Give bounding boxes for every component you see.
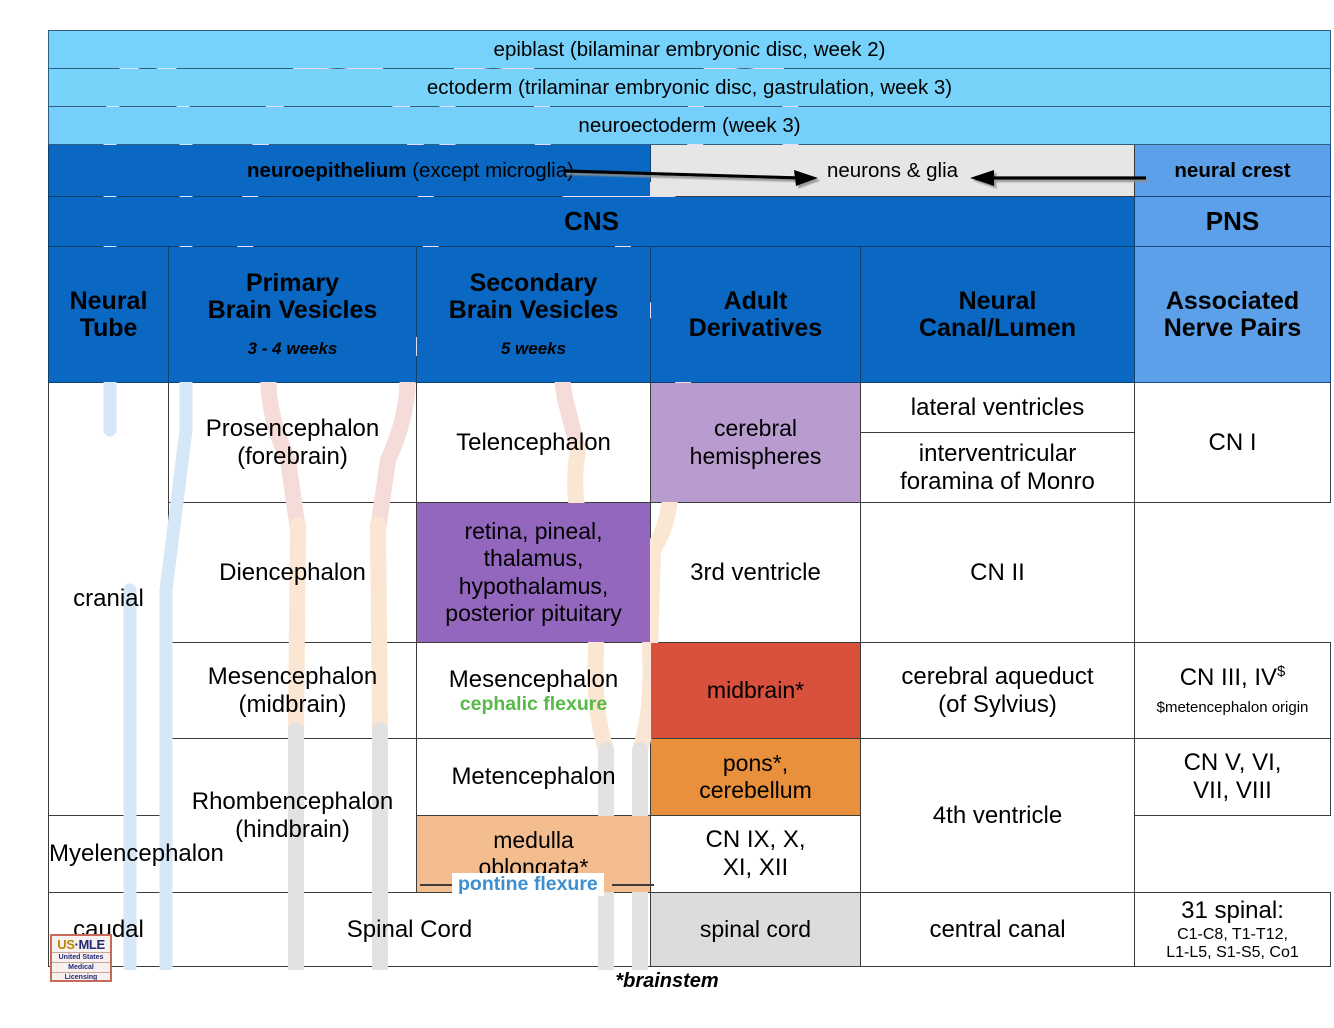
cephalic-flexure-label: cephalic flexure [459,692,608,715]
pns-cell: PNS [1133,196,1332,247]
header-neural-canal-l2: Canal/Lumen [919,313,1076,342]
header-adult-derivatives-l1: Adult [723,286,788,315]
row-epiblast: epiblast (bilaminar embryonic disc, week… [47,30,1332,69]
cn-iii-iv-superscript: $ [1277,664,1286,681]
header-nerve-pairs-l2: Nerve Pairs [1163,313,1302,342]
cell-cerebral-hemispheres: cerebral hemispheres [650,382,861,503]
brainstem-footnote: *brainstem [615,970,719,992]
ectoderm-band: ectoderm (trilaminar embryonic disc, gas… [47,68,1332,107]
epiblast-band: epiblast (bilaminar embryonic disc, week… [47,30,1332,69]
table-row: cranial Prosencephalon (forebrain) Telen… [48,382,1332,816]
cell-4th-ventricle: 4th ventricle [860,738,1135,893]
usmle-wordmark: US·MLE [52,938,110,951]
usmle-us: US [57,937,75,952]
header-neural-tube-l1: Neural [69,286,148,315]
header-primary-vesicles-l2: Brain Vesicles [207,296,378,325]
neurons-glia-cell: neurons & glia [650,144,1135,197]
pontine-flexure-label: pontine flexure [452,873,604,896]
cell-spinal-cord-derivative: spinal cord [650,892,861,967]
header-primary-weeks: 3 - 4 weeks [247,339,338,359]
cell-cn-ii: CN II [860,502,1135,643]
spinal-levels-note: C1-C8, T1-T12, L1-L5, S1-S5, Co1 [1166,925,1299,961]
neurodevelopment-table: epiblast (bilaminar embryonic disc, week… [47,30,1332,967]
neural-crest-cell: neural crest [1133,144,1332,197]
cn-iii-iv-note: $metencephalon origin [1156,699,1309,717]
usmle-mle: MLE [78,937,105,952]
usmle-line-3: Licensing [52,972,110,980]
row-neuroectoderm: neuroectoderm (week 3) [47,106,1332,145]
cell-foramina-monro: interventricular foramina of Monro [860,432,1135,503]
neuroepithelium-qualifier: (except microglia) [406,158,574,182]
cell-prosencephalon: Prosencephalon (forebrain) [168,382,417,503]
table-row: caudal Spinal Cord spinal cord central c… [48,892,1332,967]
row-system: CNS PNS [48,196,1332,247]
header-neural-canal-l1: Neural [958,286,1037,315]
cell-31-spinal: 31 spinal: C1-C8, T1-T12, L1-L5, S1-S5, … [1133,892,1332,967]
spinal-count-label: 31 spinal: [1181,896,1284,924]
neuroepithelium-cell: neuroepithelium (except microglia) [48,144,651,197]
header-nerve-pairs-l1: Associated [1165,286,1300,315]
header-secondary-vesicles: Secondary Brain Vesicles 5 weeks [416,246,651,383]
cell-3rd-ventricle: 3rd ventricle [650,502,861,643]
pontine-flexure-line-left [420,884,458,886]
cell-rhombencephalon: Rhombencephalon (hindbrain) [168,738,417,893]
cell-telencephalon: Telencephalon [416,382,651,503]
cell-lateral-ventricles: lateral ventricles [860,382,1135,433]
cell-metencephalon: Metencephalon [416,738,651,816]
cell-cranial: cranial [48,382,169,816]
cell-myelencephalon: Myelencephalon [48,815,224,893]
cell-cn-ix-xii: CN IX, X, XI, XII [650,815,861,893]
header-adult-derivatives-l2: Derivatives [688,313,823,342]
usmle-sublines: United States Medical Licensing Examinat… [52,952,110,980]
cell-diencephalon: Diencephalon [168,502,417,643]
header-neural-tube-l2: Tube [79,313,138,342]
usmle-line-2: Medical [52,962,110,972]
usmle-dot: · [74,937,79,952]
header-primary-vesicles: Primary Brain Vesicles 3 - 4 weeks [168,246,417,383]
usmle-logo: US·MLE United States Medical Licensing E… [50,934,112,982]
neuroepithelium-label: neuroepithelium [247,158,407,182]
cell-mesencephalon-secondary: Mesencephalon cephalic flexure [416,642,651,739]
row-column-headers: Neural Tube Primary Brain Vesicles 3 - 4… [48,246,1332,383]
cn-iii-iv-label: CN III, IV [1179,664,1278,692]
cell-cn-i: CN I [1133,382,1332,503]
cell-cerebral-aqueduct: cerebral aqueduct (of Sylvius) [860,642,1135,739]
header-secondary-vesicles-l1: Secondary [469,269,598,298]
header-secondary-vesicles-l2: Brain Vesicles [448,296,619,325]
row-ectoderm: ectoderm (trilaminar embryonic disc, gas… [47,68,1332,107]
header-neural-canal: Neural Canal/Lumen [860,246,1135,383]
row-lineage: neuroepithelium (except microglia) neuro… [48,144,1332,197]
table-row: Mesencephalon (midbrain) Mesencephalon c… [49,642,1332,739]
header-nerve-pairs: Associated Nerve Pairs [1133,246,1332,383]
usmle-line-1: United States [52,952,110,962]
cell-pons-cerebellum: pons*, cerebellum [650,738,861,816]
table-row: Rhombencephalon (hindbrain) Metencephalo… [49,738,1332,893]
cell-central-canal: central canal [860,892,1135,967]
pontine-flexure-line-right [612,884,654,886]
header-secondary-weeks: 5 weeks [500,339,567,359]
cell-cn-iii-iv: CN III, IV$ $metencephalon origin [1133,642,1332,739]
cell-midbrain: midbrain* [650,642,861,739]
cell-cn-v-viii: CN V, VI, VII, VIII [1133,738,1332,816]
header-neural-tube: Neural Tube [48,246,169,383]
cell-diencephalon-derivatives: retina, pineal, thalamus, hypothalamus, … [416,502,651,643]
header-primary-vesicles-l1: Primary [245,269,340,298]
cell-mesencephalon-primary: Mesencephalon (midbrain) [168,642,417,739]
header-adult-derivatives: Adult Derivatives [650,246,861,383]
cell-spinal-cord-primary: Spinal Cord [168,892,651,967]
cns-cell: CNS [48,196,1135,247]
neuroectoderm-band: neuroectoderm (week 3) [47,106,1332,145]
table-row: Diencephalon retina, pineal, thalamus, h… [49,502,1331,643]
cell-mesencephalon-secondary-label: Mesencephalon [448,665,619,693]
